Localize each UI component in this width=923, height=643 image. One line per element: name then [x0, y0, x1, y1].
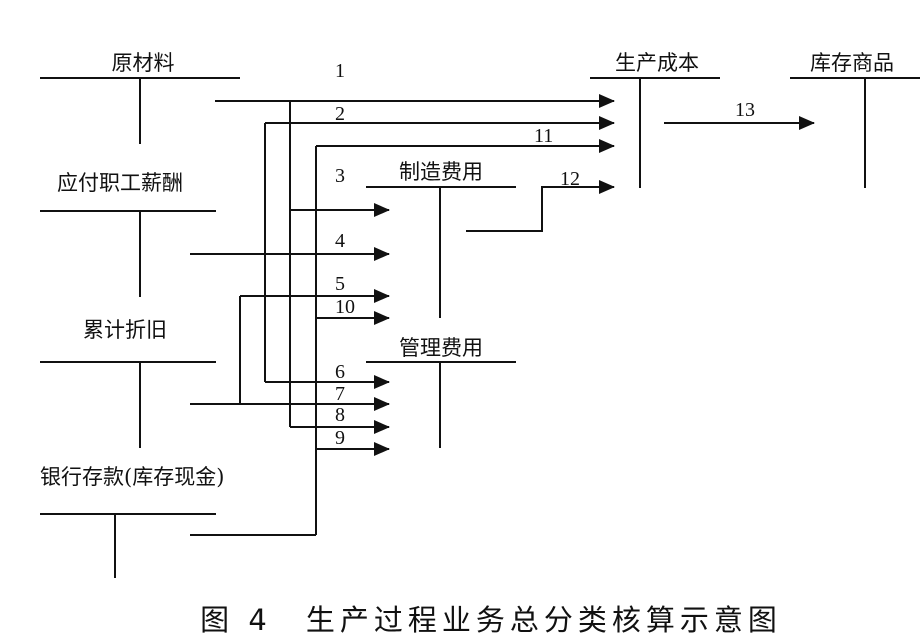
t-account-production-cost: 生产成本 — [590, 51, 720, 188]
t-account-bank-deposit: 银行存款(库存现金) — [40, 465, 224, 578]
flow-label-9: 9 — [335, 427, 345, 449]
flow-label-11: 11 — [534, 125, 553, 147]
t-account-raw-materials: 原材料 — [40, 51, 240, 144]
flow-label-12: 12 — [560, 168, 580, 190]
t-account-payroll-payable: 应付职工薪酬 — [40, 171, 216, 297]
t-account-accumulated-depreciation: 累计折旧 — [40, 318, 216, 448]
t-account-inventory-goods: 库存商品 — [790, 51, 920, 188]
flow-label-13: 13 — [735, 99, 755, 121]
account-title-manufacturing-overhead: 制造费用 — [399, 160, 483, 184]
account-title-payroll-payable: 应付职工薪酬 — [57, 171, 183, 195]
t-account-manufacturing-overhead: 制造费用 — [366, 160, 516, 318]
figure-caption: 图 4 生产过程业务总分类核算示意图 — [200, 603, 782, 637]
flow-label-7: 7 — [335, 383, 345, 405]
account-title-raw-materials: 原材料 — [112, 51, 175, 75]
flow-label-2: 2 — [335, 103, 345, 125]
flow-label-4: 4 — [335, 230, 345, 252]
t-account-admin-expenses: 管理费用 — [366, 336, 516, 448]
account-title-production-cost: 生产成本 — [615, 51, 699, 75]
account-title-accumulated-depreciation: 累计折旧 — [83, 318, 167, 342]
flow-label-1: 1 — [335, 60, 345, 82]
account-title-admin-expenses: 管理费用 — [399, 336, 483, 360]
account-title-bank-deposit: 银行存款(库存现金) — [40, 465, 224, 489]
flow-lines — [190, 94, 815, 536]
flow-label-5: 5 — [335, 273, 345, 295]
flow-number-labels: 1 2 11 3 12 4 5 10 6 7 8 9 13 — [335, 60, 755, 449]
flow-label-3: 3 — [335, 165, 345, 187]
account-title-inventory-goods: 库存商品 — [810, 51, 894, 75]
flow-label-6: 6 — [335, 361, 345, 383]
flow-label-8: 8 — [335, 404, 345, 426]
flow-label-10: 10 — [335, 296, 355, 318]
flow-arrow-12 — [466, 180, 615, 232]
